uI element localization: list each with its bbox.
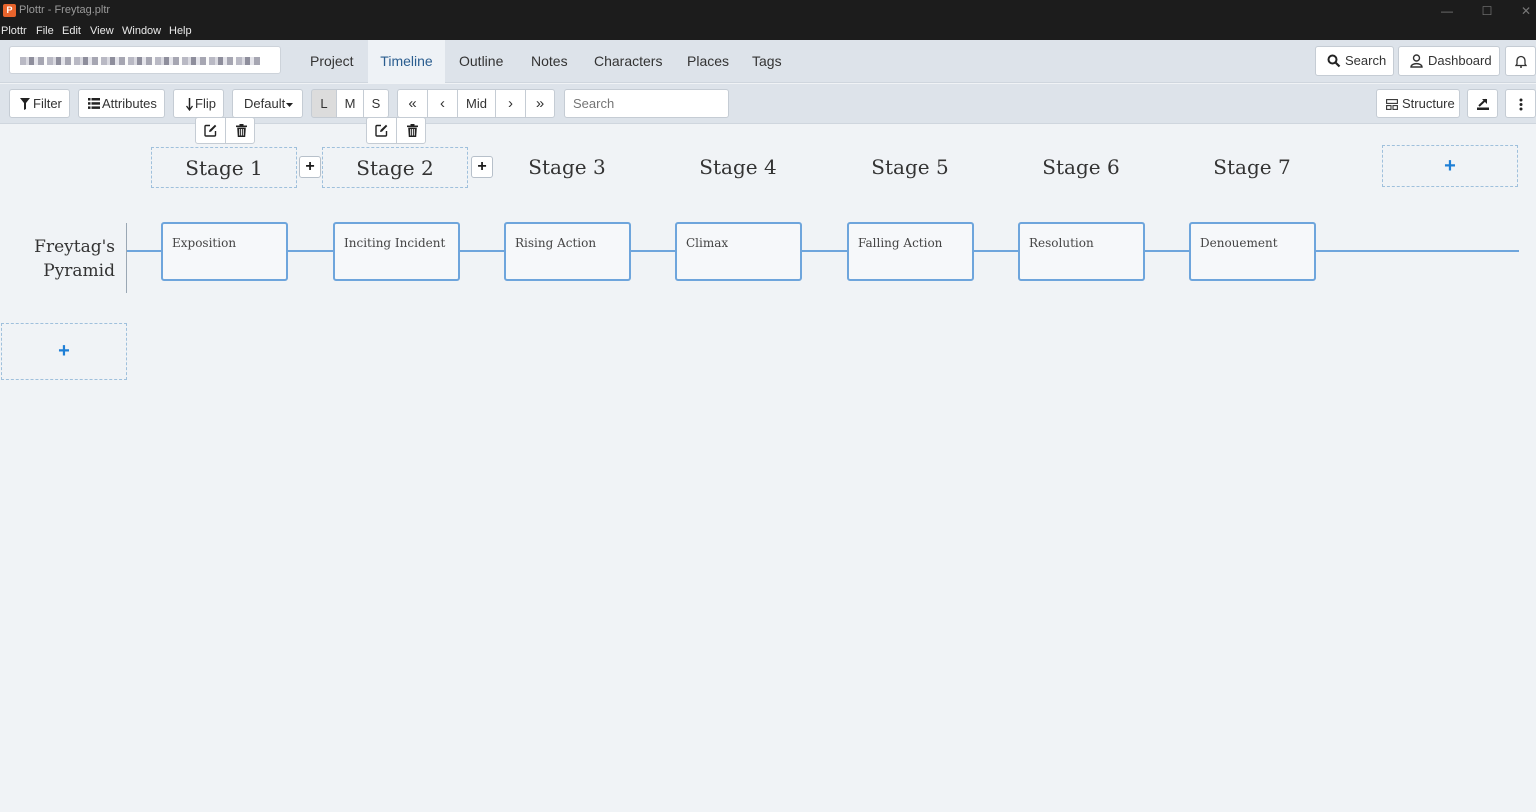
maximize-button[interactable]: ☐ xyxy=(1481,4,1493,18)
export-button[interactable] xyxy=(1467,89,1498,118)
tab-characters[interactable]: Characters xyxy=(594,53,663,69)
tab-tags[interactable]: Tags xyxy=(752,53,782,69)
tab-project[interactable]: Project xyxy=(310,53,354,69)
nav-bar: Project Timeline Outline Notes Character… xyxy=(0,40,1536,83)
menu-view[interactable]: View xyxy=(90,25,114,37)
minimize-button[interactable]: — xyxy=(1441,4,1453,18)
stage-1-tools xyxy=(195,117,255,144)
scroll-first-button[interactable]: « xyxy=(397,89,428,118)
dashboard-button[interactable]: Dashboard xyxy=(1398,46,1500,76)
scene-card-inciting-incident[interactable]: Inciting Incident xyxy=(333,222,460,281)
edit-icon xyxy=(204,124,217,137)
stage-header[interactable]: Stage 7 xyxy=(1213,155,1291,179)
search-button-label: Search xyxy=(1345,53,1387,68)
insert-stage-button[interactable]: + xyxy=(471,156,493,178)
edit-stage-2-button[interactable] xyxy=(367,118,397,143)
filter-button[interactable]: Filter xyxy=(9,89,70,118)
user-icon xyxy=(1410,54,1423,68)
flip-button[interactable]: Flip xyxy=(173,89,224,118)
more-options-button[interactable] xyxy=(1505,89,1536,118)
caret-down-icon xyxy=(286,103,293,107)
arrow-down-icon xyxy=(186,98,193,111)
add-stage-button[interactable]: + xyxy=(1382,145,1518,187)
window-title: Plottr - Freytag.pltr xyxy=(19,4,111,16)
vertical-ellipsis-icon xyxy=(1519,98,1523,111)
tab-timeline[interactable]: Timeline xyxy=(368,40,445,83)
redacted-project-name xyxy=(20,57,260,65)
menu-plottr[interactable]: Plottr xyxy=(1,25,27,37)
dashboard-button-label: Dashboard xyxy=(1428,53,1492,68)
menu-edit[interactable]: Edit xyxy=(62,25,81,37)
close-button[interactable]: ✕ xyxy=(1520,4,1532,18)
search-button[interactable]: Search xyxy=(1315,46,1394,76)
plotline-title-line1: Freytag's xyxy=(34,237,115,257)
scroll-mid-button[interactable]: Mid xyxy=(457,89,496,118)
scroll-prev-button[interactable]: ‹ xyxy=(427,89,458,118)
scroll-next-button[interactable]: › xyxy=(495,89,526,118)
structure-button-label: Structure xyxy=(1402,96,1455,111)
stage-header[interactable]: Stage 6 xyxy=(1042,155,1120,179)
tab-outline[interactable]: Outline xyxy=(459,53,504,69)
scene-card-rising-action[interactable]: Rising Action xyxy=(504,222,631,281)
search-icon xyxy=(1327,54,1341,68)
scene-card-exposition[interactable]: Exposition xyxy=(161,222,288,281)
menu-help[interactable]: Help xyxy=(169,25,192,37)
tab-places[interactable]: Places xyxy=(687,53,730,69)
menu-window[interactable]: Window xyxy=(122,25,162,37)
edit-icon xyxy=(375,124,388,137)
scene-card-denouement[interactable]: Denouement xyxy=(1189,222,1316,281)
notifications-button[interactable] xyxy=(1505,46,1536,76)
delete-stage-2-button[interactable] xyxy=(397,118,427,143)
menu-file[interactable]: File xyxy=(36,25,54,37)
default-dropdown-label: Default xyxy=(244,96,286,111)
plotline-title[interactable]: Freytag's Pyramid xyxy=(0,223,127,293)
project-name-field[interactable] xyxy=(9,46,281,74)
size-medium-button[interactable]: M xyxy=(336,89,364,118)
title-bar: P Plottr - Freytag.pltr — ☐ ✕ xyxy=(0,0,1536,23)
add-plotline-button[interactable]: + xyxy=(1,323,127,380)
delete-stage-1-button[interactable] xyxy=(226,118,256,143)
export-icon xyxy=(1477,98,1489,110)
size-small-button[interactable]: S xyxy=(363,89,389,118)
stage-header[interactable]: Stage 3 xyxy=(528,155,606,179)
plotline-track xyxy=(127,250,1519,252)
filter-icon xyxy=(20,98,30,110)
structure-button[interactable]: Structure xyxy=(1376,89,1460,118)
edit-stage-1-button[interactable] xyxy=(196,118,226,143)
timeline-toolbar: Filter Attributes Flip Default L M S « ‹… xyxy=(0,84,1536,124)
trash-icon xyxy=(406,124,418,137)
stage-header[interactable]: Stage 5 xyxy=(871,155,949,179)
menu-bar: Plottr File Edit View Window Help xyxy=(0,23,1536,40)
scene-card-climax[interactable]: Climax xyxy=(675,222,802,281)
timeline-search-input[interactable] xyxy=(564,89,729,118)
flip-button-label: Flip xyxy=(195,96,216,111)
structure-icon xyxy=(1386,99,1398,110)
attributes-button-label: Attributes xyxy=(102,96,157,111)
stage-2-tools xyxy=(366,117,426,144)
insert-stage-button[interactable]: + xyxy=(299,156,321,178)
plottr-app-icon: P xyxy=(3,4,16,17)
plotline-title-line2: Pyramid xyxy=(43,261,115,281)
scroll-last-button[interactable]: » xyxy=(525,89,555,118)
attributes-button[interactable]: Attributes xyxy=(78,89,165,118)
default-dropdown[interactable]: Default xyxy=(232,89,303,118)
filter-button-label: Filter xyxy=(33,96,62,111)
trash-icon xyxy=(235,124,247,137)
stage-header[interactable]: Stage 4 xyxy=(699,155,777,179)
size-large-button[interactable]: L xyxy=(311,89,337,118)
bell-icon xyxy=(1515,55,1527,68)
stage-header[interactable]: Stage 2 xyxy=(322,147,468,188)
tab-notes[interactable]: Notes xyxy=(531,53,568,69)
stage-header[interactable]: Stage 1 xyxy=(151,147,297,188)
scene-card-resolution[interactable]: Resolution xyxy=(1018,222,1145,281)
list-icon xyxy=(88,98,100,109)
scene-card-falling-action[interactable]: Falling Action xyxy=(847,222,974,281)
